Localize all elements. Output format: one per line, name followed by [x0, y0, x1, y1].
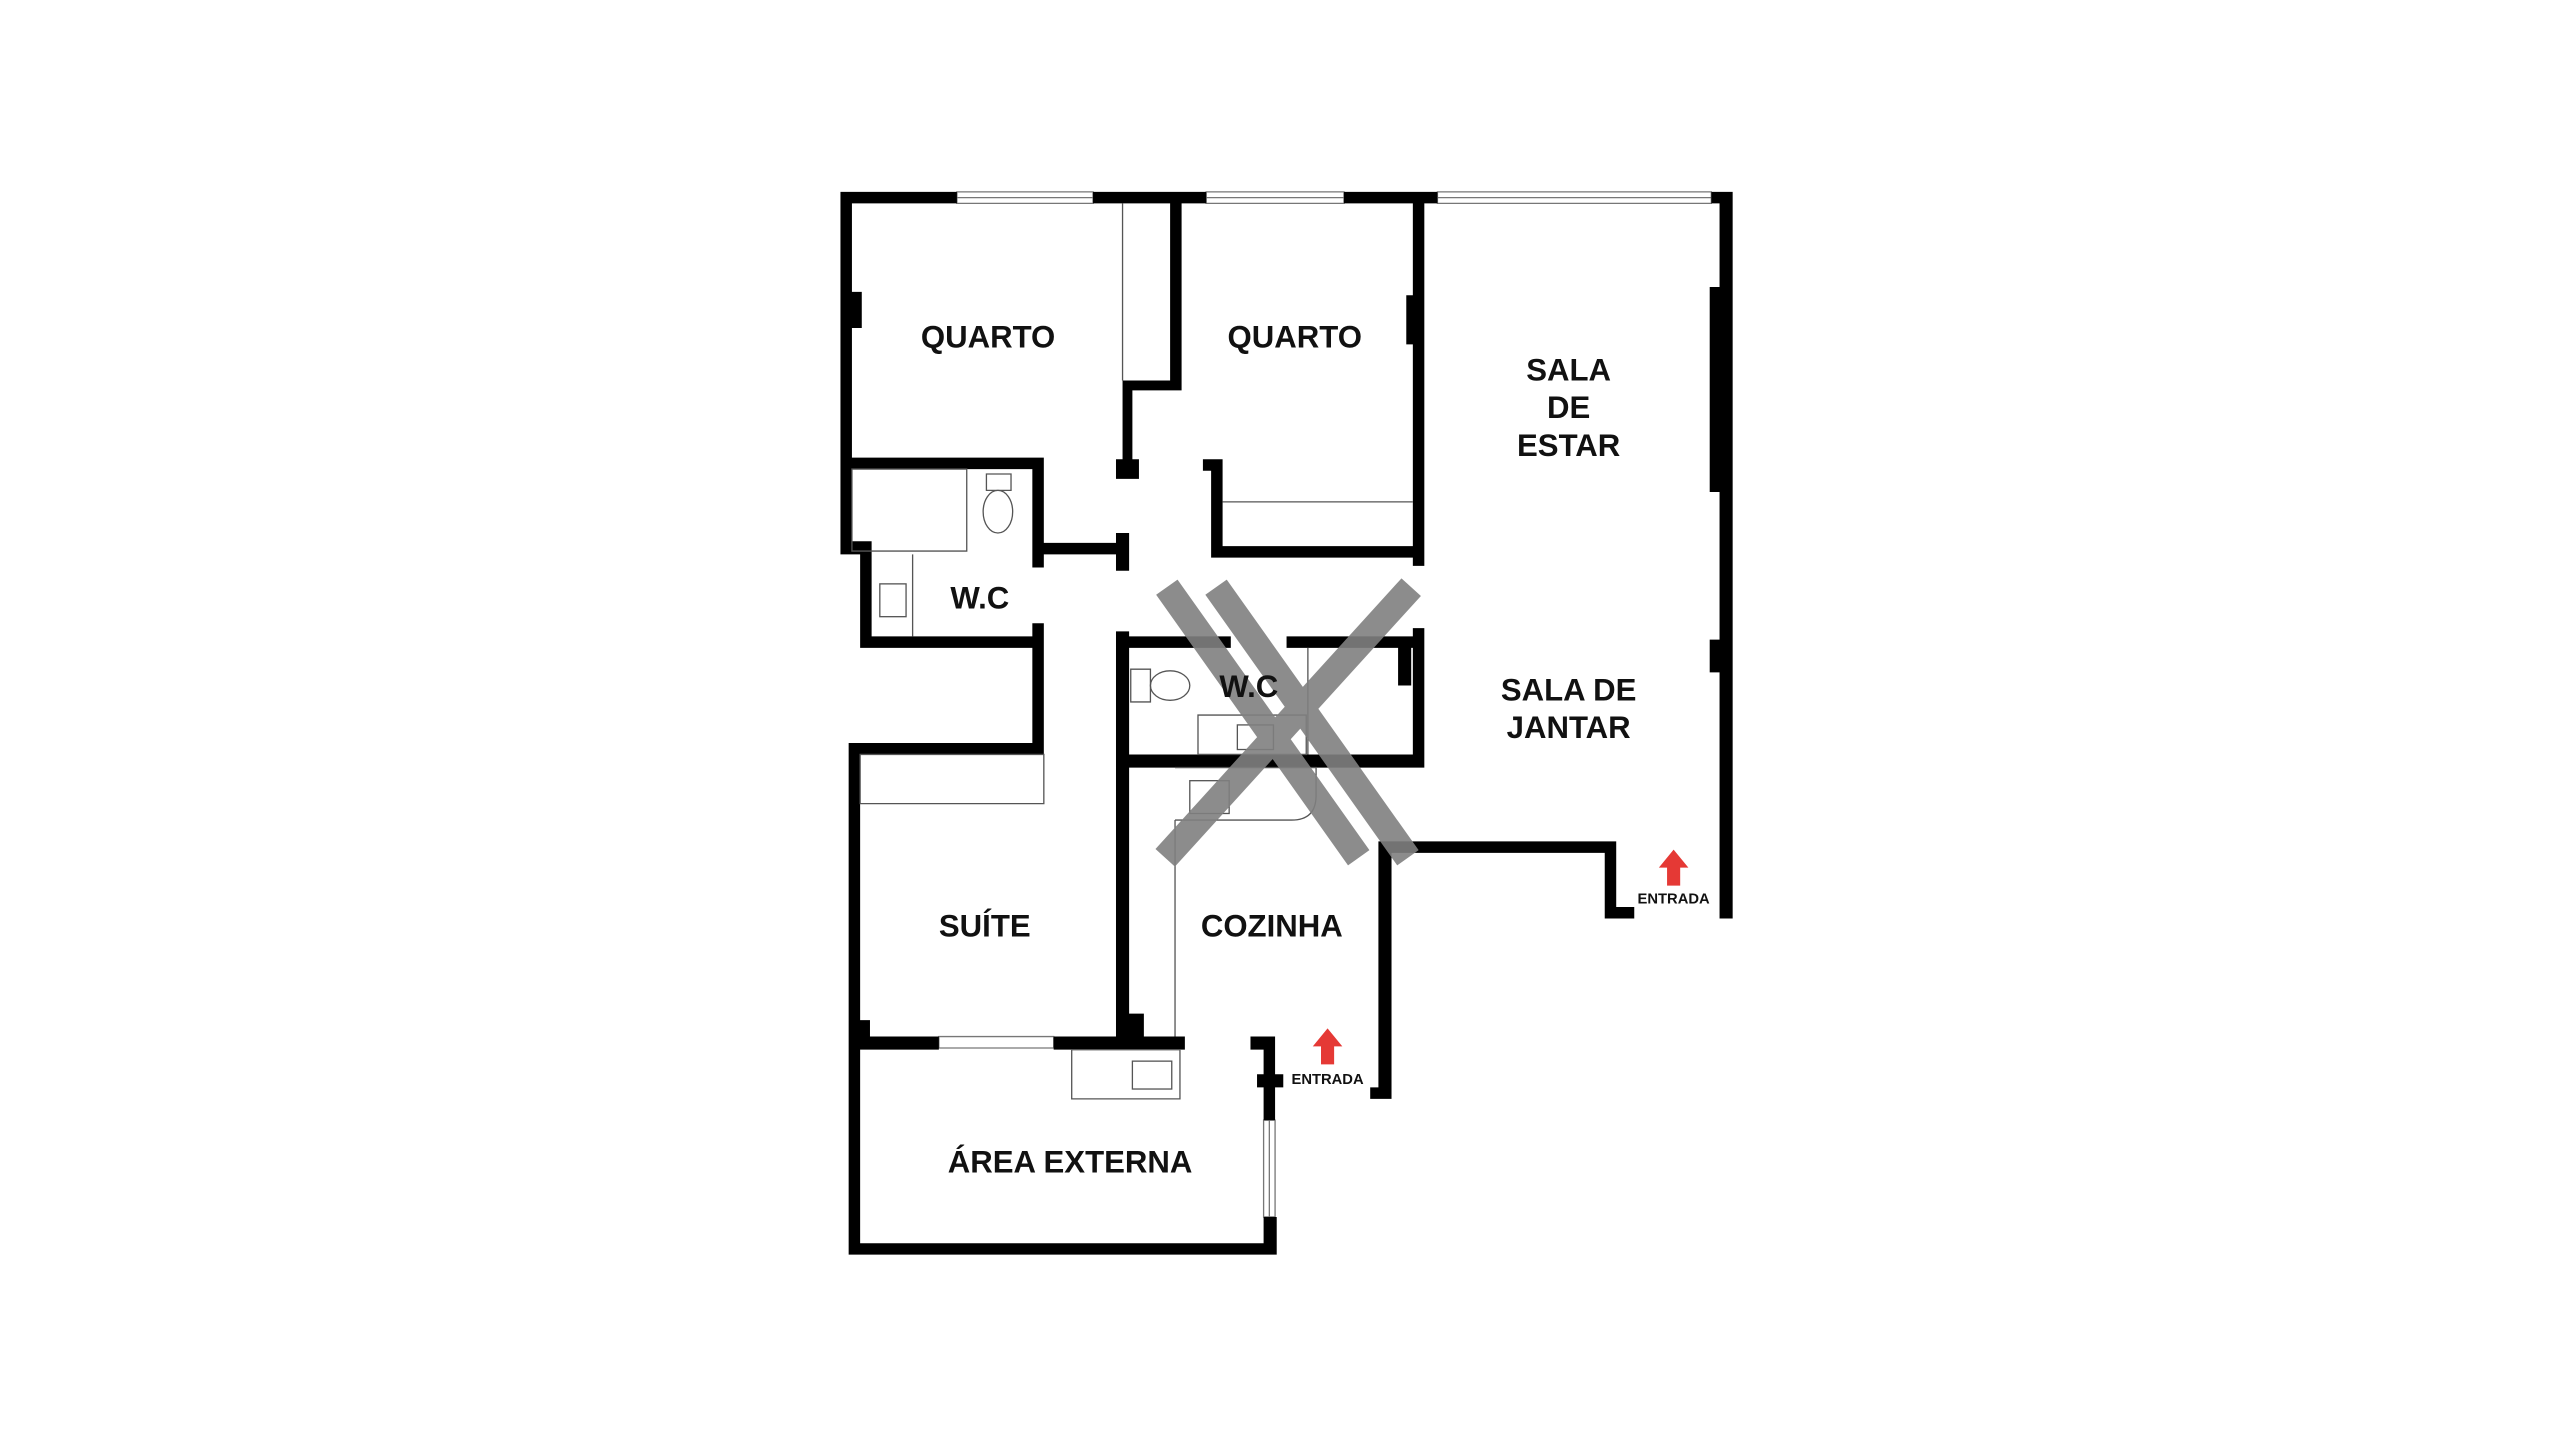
room-label-sala-jantar: SALA DE [1501, 672, 1637, 707]
toilet-icon [1149, 670, 1191, 701]
room-label-suite: SUÍTE [939, 908, 1031, 943]
room-label-sala-estar: ESTAR [1517, 428, 1620, 463]
arrow-up-icon [1658, 849, 1689, 886]
room-label-quarto-1: QUARTO [921, 320, 1055, 355]
room-label-sala-jantar: JANTAR [1507, 710, 1631, 745]
sink-icon [879, 583, 907, 618]
sink-icon [1131, 1060, 1173, 1090]
room-label-sala-estar: SALA [1526, 353, 1611, 388]
room-label-wc-2: W.C [1219, 669, 1278, 704]
arrow-up-icon [1312, 1028, 1343, 1065]
room-label-quarto-2: QUARTO [1228, 320, 1362, 355]
toilet-icon [982, 489, 1014, 534]
room-label-sala-estar: DE [1547, 390, 1590, 425]
entrance-label-cozinha: ENTRADA [1292, 1072, 1364, 1088]
watermark-logo [1155, 578, 1421, 867]
room-label-cozinha: COZINHA [1201, 908, 1343, 943]
entrance-label-sala: ENTRADA [1638, 892, 1710, 908]
room-label-area-externa: ÁREA EXTERNA [948, 1145, 1193, 1180]
room-label-wc-1: W.C [950, 580, 1009, 615]
